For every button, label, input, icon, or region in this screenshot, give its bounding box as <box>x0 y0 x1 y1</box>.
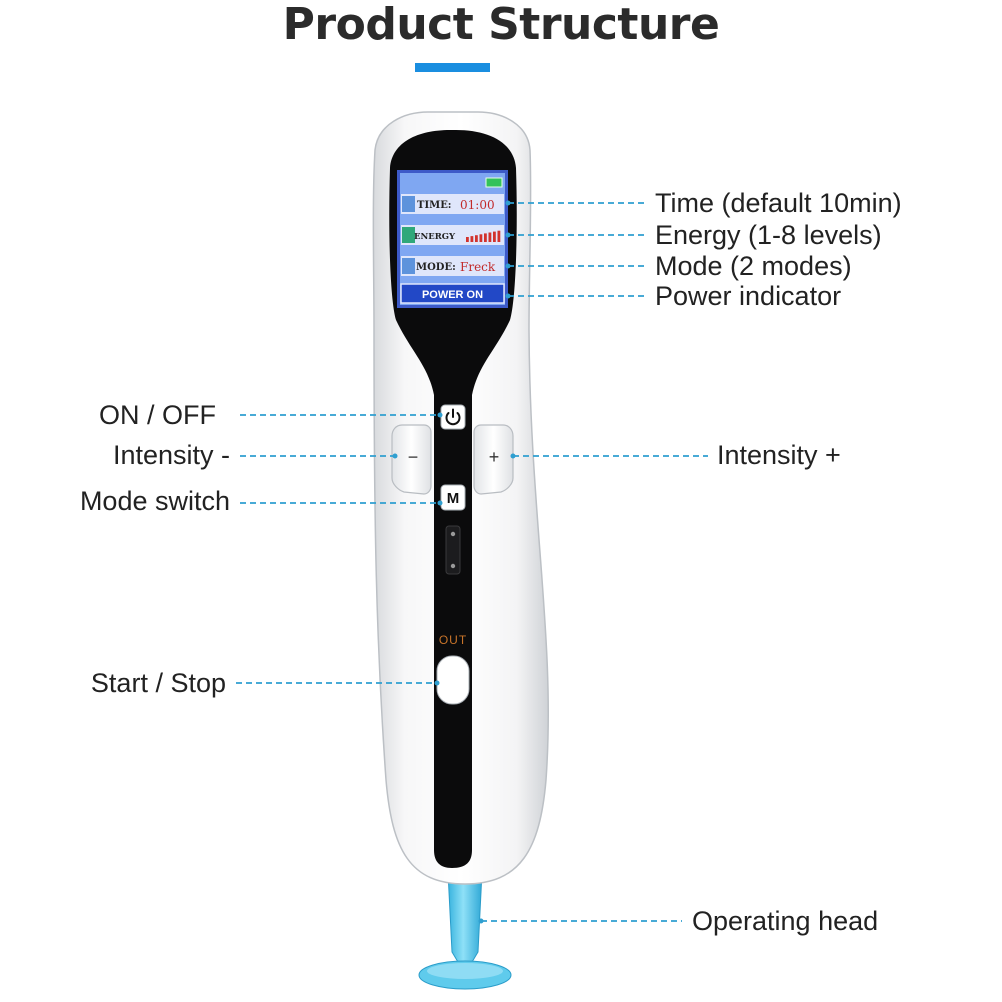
callout-start-stop: Start / Stop <box>90 668 226 698</box>
energy-bar <box>484 233 487 242</box>
screen-mode-row: MODE: Freck <box>401 256 504 276</box>
energy-bar <box>497 230 501 242</box>
callout-intensity-minus: Intensity - <box>112 440 230 470</box>
callout-mode-switch: Mode switch <box>79 486 230 516</box>
screen-time-label: TIME: <box>417 200 452 211</box>
energy-bar <box>488 232 492 242</box>
port-detail <box>445 525 461 575</box>
leader-dots <box>392 200 516 924</box>
power-icon <box>445 408 461 426</box>
intensity-plus-button[interactable]: + <box>473 424 514 495</box>
screen-power-label: POWER ON <box>422 289 483 301</box>
screen-energy-label: ENERGY <box>414 232 456 242</box>
energy-level-bars <box>466 230 501 242</box>
callout-intensity-plus: Intensity + <box>717 440 841 470</box>
intensity-minus-button[interactable]: − <box>391 424 432 495</box>
screen-time-row: TIME: 01:00 <box>401 194 504 214</box>
out-label: OUT <box>439 633 467 647</box>
mode-button-letter: M <box>447 490 460 507</box>
title-underline <box>415 63 490 72</box>
screen-mode-label: MODE: <box>416 262 456 273</box>
callout-energy: Energy (1-8 levels) <box>655 220 882 250</box>
energy-bar <box>466 237 469 242</box>
callout-operating-head: Operating head <box>692 906 879 936</box>
energy-bar <box>470 236 474 242</box>
energy-bar <box>479 234 483 242</box>
screen-mode-value: Freck <box>460 260 496 274</box>
mode-button[interactable]: M <box>440 484 466 511</box>
energy-bar <box>493 231 496 242</box>
leader-lines <box>236 202 708 922</box>
operating-head <box>418 871 512 990</box>
lcd-screen: TIME: 01:00 ENERGY MODE: Freck POWER ON <box>397 170 508 308</box>
minus-symbol: − <box>408 447 419 467</box>
callout-time: Time (default 10min) <box>655 188 902 218</box>
screen-time-value: 01:00 <box>460 198 495 212</box>
power-button[interactable] <box>440 404 466 430</box>
callout-power: Power indicator <box>655 281 842 311</box>
callout-mode: Mode (2 modes) <box>655 251 852 281</box>
screen-power-row: POWER ON <box>400 283 505 304</box>
energy-bar <box>475 235 478 242</box>
start-stop-button[interactable] <box>436 655 470 705</box>
plus-symbol: + <box>489 447 500 467</box>
callout-on-off: ON / OFF <box>99 400 216 430</box>
page-title: Product Structure <box>282 0 720 50</box>
screen-energy-row: ENERGY <box>401 225 504 245</box>
